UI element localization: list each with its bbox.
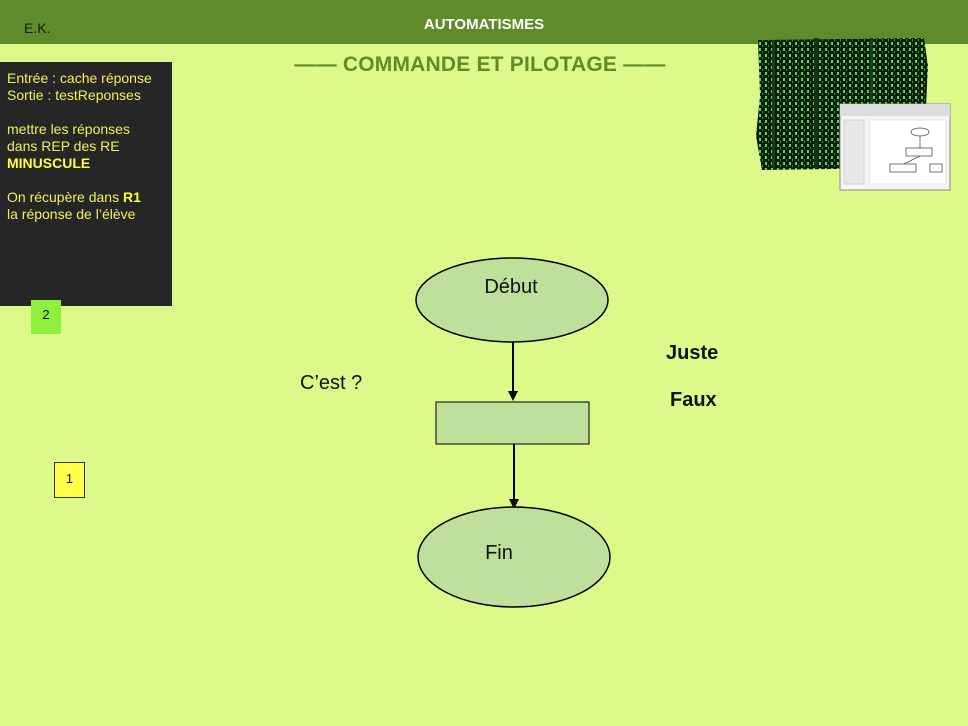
author-initials: E.K. bbox=[24, 20, 51, 36]
true-label: Juste bbox=[666, 342, 719, 364]
note-register: On récupère dans R1 bbox=[7, 189, 141, 205]
step-badge-2[interactable]: 2 bbox=[31, 300, 61, 334]
note-instruction-2: dans REP des RE bbox=[7, 138, 120, 154]
start-label: Début bbox=[484, 276, 538, 298]
note-output: Sortie : testReponses bbox=[7, 87, 141, 103]
step-badge-1[interactable]: 1 bbox=[54, 462, 85, 498]
notes-panel: Entrée : cache réponse Sortie : testRepo… bbox=[0, 62, 172, 306]
note-student-answer: la réponse de l’élève bbox=[7, 206, 136, 222]
end-node[interactable] bbox=[417, 506, 611, 608]
page-title: AUTOMATISMES bbox=[423, 16, 545, 33]
start-node[interactable] bbox=[415, 257, 609, 343]
matrix-flowchart-thumbnail bbox=[756, 38, 951, 191]
question-label: C’est ? bbox=[300, 372, 363, 394]
end-label: Fin bbox=[485, 542, 513, 564]
false-label: Faux bbox=[670, 389, 717, 411]
note-input: Entrée : cache réponse bbox=[7, 70, 152, 86]
section-subtitle: —— COMMANDE ET PILOTAGE —— bbox=[294, 53, 666, 76]
process-box[interactable] bbox=[435, 401, 590, 445]
note-instruction-bold: MINUSCULE bbox=[7, 155, 91, 171]
note-instruction-1: mettre les réponses bbox=[7, 121, 130, 137]
header-bar bbox=[0, 0, 968, 44]
